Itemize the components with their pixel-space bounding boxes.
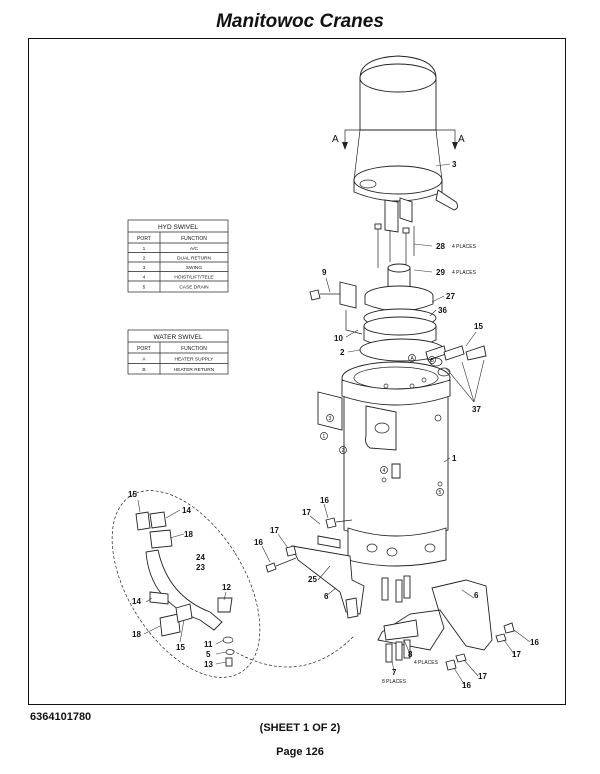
hyd-swivel-header-function: FUNCTION (181, 236, 207, 242)
mount-plate-left (291, 535, 365, 619)
bolts-7-8 (381, 575, 411, 663)
section-line-a: A A (332, 129, 465, 150)
section-mark-right: A (458, 134, 465, 145)
callout-23: 23 (196, 563, 205, 572)
drawing-frame (28, 38, 566, 705)
water-row-b-port: B (142, 367, 145, 373)
hyd-row-3-function: SWING (186, 265, 203, 271)
callout-17-bottom: 17 (478, 672, 487, 681)
callout-7: 7 (392, 668, 397, 677)
port-mark-b: B (431, 358, 435, 364)
bolts-16-17 (265, 517, 515, 671)
callout-18-detail-top: 18 (184, 530, 193, 539)
callout-24: 24 (196, 553, 205, 562)
sheet-indicator: (SHEET 1 OF 2) (259, 722, 341, 734)
callouts: 3 28 4 PLACES 29 4 PLACES 9 27 36 10 2 1… (128, 160, 539, 690)
callout-11: 11 (204, 640, 213, 649)
callout-17-left: 17 (270, 526, 279, 535)
callout-14-detail-top: 14 (182, 506, 191, 515)
callout-16-bottom: 16 (462, 681, 471, 690)
port-mark-5: 5 (439, 490, 442, 496)
callout-16-right: 16 (530, 638, 539, 647)
callout-3: 3 (452, 160, 457, 169)
hyd-row-3-port: 3 (143, 265, 146, 271)
document-number: 6364101780 (30, 711, 92, 723)
hyd-row-1-port: 1 (143, 246, 146, 252)
callout-10: 10 (334, 334, 343, 343)
callout-2: 2 (340, 348, 345, 357)
callout-27: 27 (446, 292, 455, 301)
fittings-15-37 (425, 345, 487, 377)
leader-lines (137, 163, 531, 685)
callout-15-detail-bottom: 15 (176, 643, 185, 652)
water-swivel-header-port: PORT (137, 346, 151, 352)
port-mark-2: 2 (342, 448, 345, 454)
hyd-swivel-header-port: PORT (137, 236, 151, 242)
callout-7-note: 8 PLACES (382, 679, 407, 685)
port-mark-1: 1 (323, 434, 326, 440)
port-mark-a: A (411, 356, 415, 362)
bolts-28 (374, 223, 415, 268)
hyd-row-2-function: DUAL RETURN (177, 256, 211, 262)
hyd-swivel-table: HYD SWIVEL PORT FUNCTION 1 A/C 2 DUAL RE… (127, 219, 229, 293)
port-mark-3: 3 (329, 416, 332, 422)
callout-13: 13 (204, 660, 213, 669)
hyd-row-5-port: 5 (143, 285, 146, 291)
water-row-b-function: HEATER RETURN (174, 367, 215, 373)
hyd-row-2-port: 2 (143, 256, 146, 262)
page-number: Page 126 (276, 746, 324, 758)
port-mark-4: 4 (383, 468, 386, 474)
page-title: Manitowoc Cranes (216, 11, 384, 32)
water-swivel-table: WATER SWIVEL PORT FUNCTION A HEATER SUPP… (127, 329, 229, 375)
callout-28-note: 4 PLACES (452, 244, 477, 250)
hyd-row-1-function: A/C (190, 246, 199, 252)
bolt-9-bracket-10 (309, 281, 363, 335)
water-swivel-title: WATER SWIVEL (153, 334, 203, 341)
callout-29-note: 4 PLACES (452, 270, 477, 276)
section-mark-left: A (332, 134, 339, 145)
callout-14-detail-bottom: 14 (132, 597, 141, 606)
callout-17-upper: 17 (302, 508, 311, 517)
callout-16-left: 16 (254, 538, 263, 547)
water-swivel-header-function: FUNCTION (181, 346, 207, 352)
callout-6-right: 6 (474, 591, 479, 600)
callout-28: 28 (436, 242, 445, 251)
water-row-a-port: A (142, 357, 146, 363)
mount-plate-right (377, 579, 493, 651)
callout-6-left: 6 (324, 592, 329, 601)
callout-9: 9 (322, 268, 327, 277)
port-marks: 1 2 3 4 5 A B (320, 354, 444, 496)
callout-37: 37 (472, 405, 481, 414)
callout-12: 12 (222, 583, 231, 592)
cover-assembly (353, 55, 459, 233)
callout-1: 1 (452, 454, 457, 463)
callout-8: 8 (408, 650, 413, 659)
callout-16-upper: 16 (320, 496, 329, 505)
callout-15-detail-top: 15 (128, 490, 137, 499)
hyd-row-4-function: HOIST/LIFT/TELE (174, 275, 213, 281)
water-row-a-function: HEATER SUPPLY (174, 357, 214, 363)
swivel-body (317, 361, 451, 567)
hyd-row-5-function: CASE DRAIN (179, 285, 209, 291)
hyd-row-4-port: 4 (143, 275, 146, 281)
callout-25: 25 (308, 575, 317, 584)
callout-5: 5 (206, 650, 211, 659)
callout-8-note: 4 PLACES (414, 660, 439, 666)
hyd-swivel-title: HYD SWIVEL (158, 224, 198, 231)
callout-29: 29 (436, 268, 445, 277)
callout-17-right: 17 (512, 650, 521, 659)
callout-15-upper: 15 (474, 322, 483, 331)
callout-36: 36 (438, 306, 447, 315)
swivel-upper (363, 263, 437, 349)
callout-18-detail-bottom: 18 (132, 630, 141, 639)
hose-detail (111, 490, 355, 678)
